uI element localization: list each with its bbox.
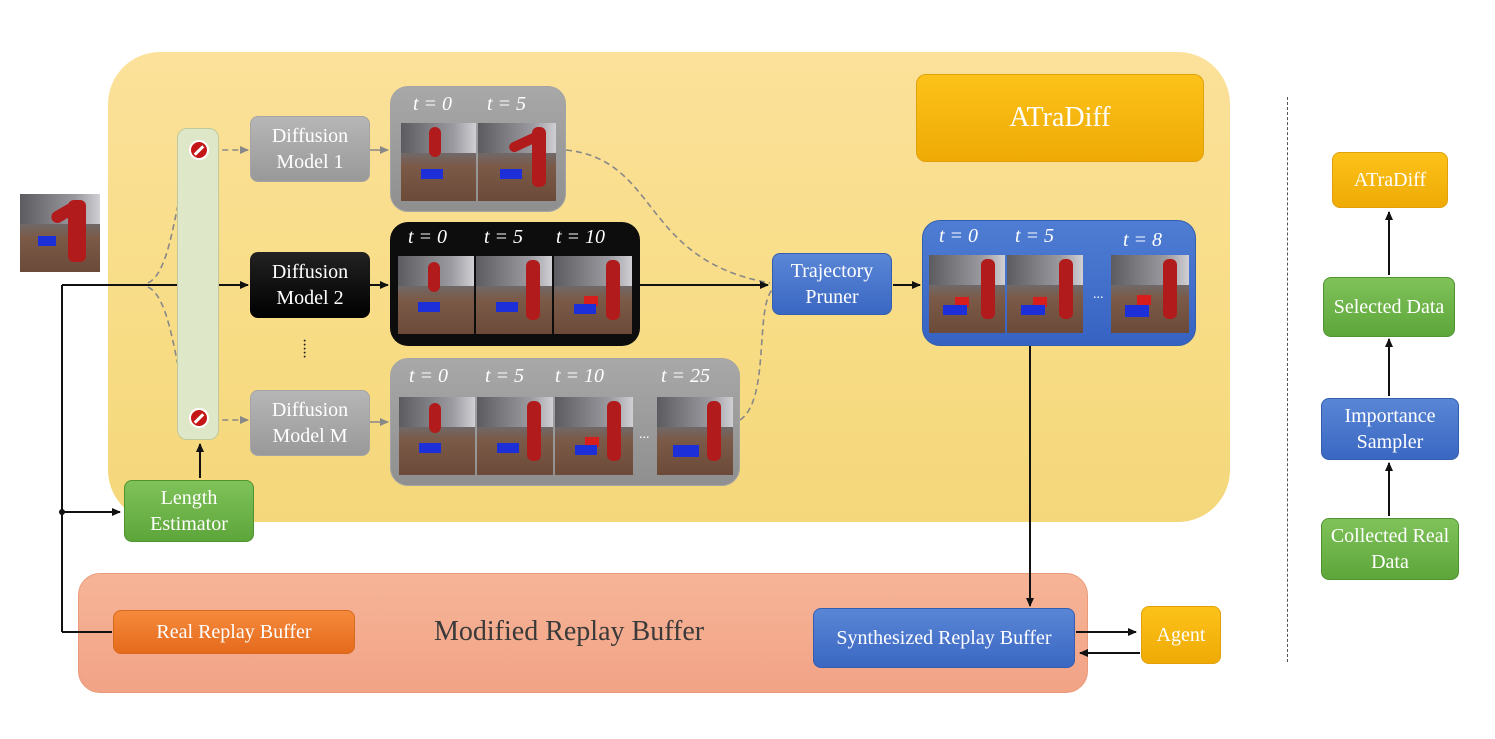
trajectory-panel-model-2: t = 0 t = 5 t = 10 — [390, 222, 640, 346]
diffusion-model-1: Diffusion Model 1 — [250, 116, 370, 182]
model-selector-bar — [177, 128, 219, 440]
collected-real-data: Collected Real Data — [1321, 518, 1459, 580]
modified-replay-buffer-title: Modified Replay Buffer — [434, 616, 705, 647]
trajectory-frame — [1007, 255, 1083, 333]
real-replay-buffer: Real Replay Buffer — [113, 610, 355, 654]
trajectory-panel-model-1: t = 0 t = 5 — [390, 86, 566, 212]
trajectory-frame — [478, 123, 556, 201]
pruned-trajectory-panel: t = 0 t = 5 t = 8 ... — [922, 220, 1196, 346]
ellipsis: ... — [1093, 287, 1104, 302]
synthesized-replay-buffer: Synthesized Replay Buffer — [813, 608, 1075, 668]
time-label: t = 8 — [1123, 229, 1163, 251]
trajectory-frame — [657, 397, 733, 475]
time-label: t = 25 — [661, 365, 711, 387]
trajectory-frame — [401, 123, 476, 201]
time-label: t = 10 — [555, 365, 605, 387]
trajectory-frame — [398, 256, 474, 334]
section-divider — [1287, 97, 1288, 662]
blocked-icon — [189, 408, 209, 428]
trajectory-frame — [555, 397, 633, 475]
time-label: t = 10 — [556, 226, 606, 248]
vertical-ellipsis: ····· — [302, 333, 308, 366]
trajectory-frame — [477, 397, 553, 475]
time-label: t = 5 — [487, 93, 527, 115]
importance-sampler: Importance Sampler — [1321, 398, 1459, 460]
diffusion-model-2: Diffusion Model 2 — [250, 252, 370, 318]
blocked-icon — [189, 140, 209, 160]
trajectory-pruner: Trajectory Pruner — [772, 253, 892, 315]
time-label: t = 0 — [408, 226, 448, 248]
trajectory-frame — [1111, 255, 1189, 333]
diffusion-model-m: Diffusion Model M — [250, 390, 370, 456]
time-label: t = 5 — [485, 365, 525, 387]
time-label: t = 0 — [409, 365, 449, 387]
right-atradiff: ATraDiff — [1332, 152, 1448, 208]
selected-data: Selected Data — [1323, 277, 1455, 337]
input-observation-image — [20, 194, 100, 272]
trajectory-frame — [399, 397, 475, 475]
trajectory-panel-model-m: t = 0 t = 5 t = 10 t = 25 ... — [390, 358, 740, 486]
trajectory-frame — [476, 256, 552, 334]
trajectory-frame — [929, 255, 1005, 333]
atradiff-title-badge: ATraDiff — [916, 74, 1204, 162]
time-label: t = 0 — [413, 93, 453, 115]
trajectory-frame — [554, 256, 632, 334]
time-label: t = 0 — [939, 225, 979, 247]
agent: Agent — [1141, 606, 1221, 664]
length-estimator: Length Estimator — [124, 480, 254, 542]
ellipsis: ... — [639, 427, 650, 442]
time-label: t = 5 — [484, 226, 524, 248]
time-label: t = 5 — [1015, 225, 1055, 247]
